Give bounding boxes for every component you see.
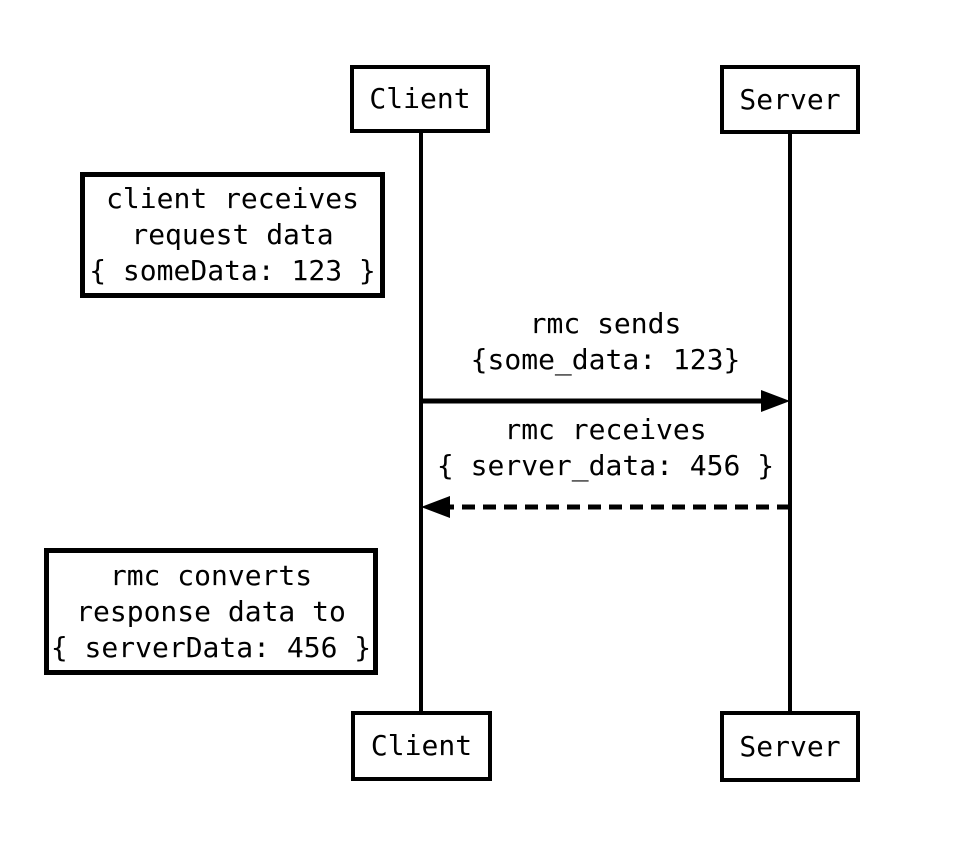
message-arrow-dashed bbox=[421, 496, 790, 518]
actor-box-client-bottom: Client bbox=[351, 711, 492, 781]
actor-label-client-bottom: Client bbox=[370, 729, 473, 762]
message-line: { server_data: 456 } bbox=[436, 449, 775, 482]
solid-arrowhead-right-icon bbox=[761, 390, 790, 412]
message-line: rmc sends bbox=[529, 307, 682, 340]
note-client-receives: client receives request data { someData:… bbox=[80, 172, 385, 298]
message-line: rmc receives bbox=[504, 413, 707, 446]
message-line: {some_data: 123} bbox=[470, 343, 741, 376]
note-line: { serverData: 456 } bbox=[50, 630, 372, 664]
note-line: request data bbox=[131, 218, 334, 251]
message-label-rmc-receives: rmc receives { server_data: 456 } bbox=[420, 412, 791, 484]
actor-label-server-bottom: Server bbox=[739, 729, 841, 763]
actor-box-server-top: Server bbox=[720, 65, 860, 134]
actor-box-client-top: Client bbox=[350, 65, 490, 133]
actor-label-client-top: Client bbox=[369, 82, 471, 115]
message-arrow-solid bbox=[421, 390, 790, 412]
message-label-rmc-sends: rmc sends {some_data: 123} bbox=[420, 306, 791, 378]
actor-box-server-bottom: Server bbox=[720, 711, 860, 782]
note-line: response data to bbox=[76, 594, 346, 628]
dashed-arrowhead-left-icon bbox=[421, 496, 450, 518]
note-line: { someData: 123 } bbox=[89, 254, 376, 287]
note-line: rmc converts bbox=[109, 558, 313, 592]
actor-label-server-top: Server bbox=[739, 82, 841, 116]
note-line: client receives bbox=[106, 182, 359, 215]
note-rmc-converts: rmc converts response data to { serverDa… bbox=[44, 548, 378, 675]
